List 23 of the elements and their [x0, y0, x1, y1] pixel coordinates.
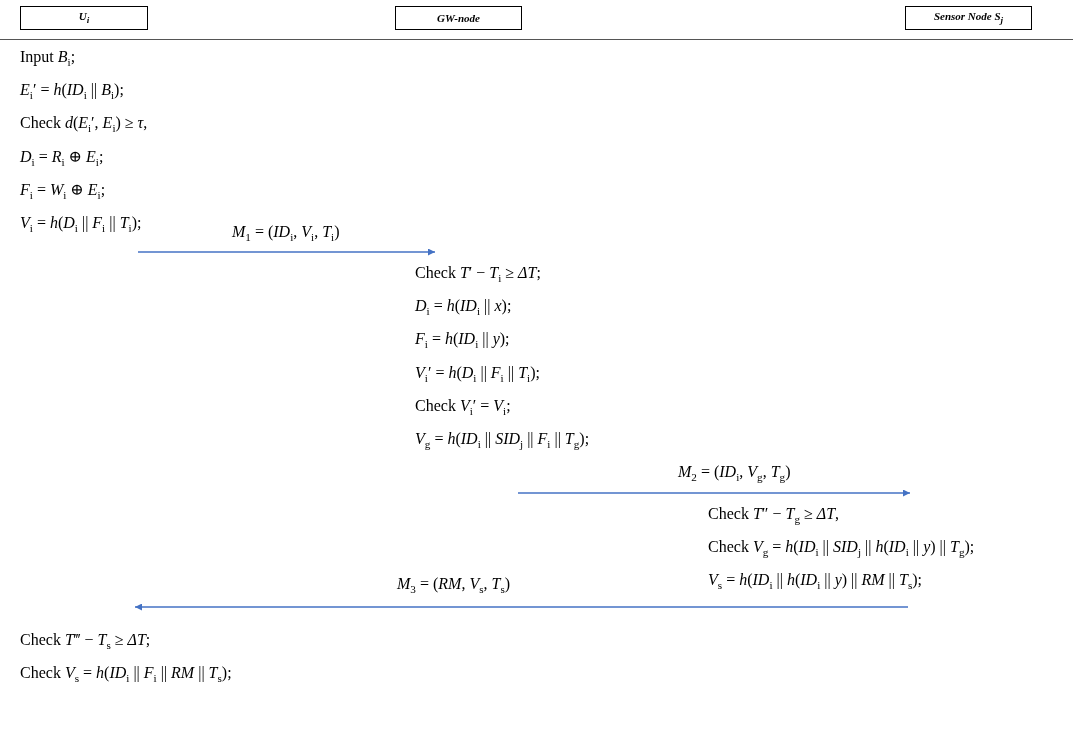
formula-line: E$_{i}$′ = h(ID$_{i}$ || B$_{i}$); — [20, 80, 125, 104]
formula-line: V$_{g}$ = h(ID$_{i}$ || SID$_{j}$ || F$_{i}$ || T$_{g}$); — [415, 428, 591, 453]
formula-line: Input B$_{i}$; — [20, 47, 77, 71]
participant-box: GW-node — [395, 6, 522, 30]
formula-line: D$_{i}$ = R$_{i}$ ⊕ E$_{i}$; — [20, 146, 105, 170]
message-arrow — [517, 489, 911, 497]
message-arrow — [137, 248, 436, 256]
formula-line: Check T″ − T$_{g}$ ≥ ΔT, — [708, 504, 841, 528]
formula-line: F$_{i}$ = h(ID$_{i}$ || y); — [415, 329, 511, 353]
formula-line: Check V$_{g}$ = h(ID$_{i}$ || SID$_{j}$ || h(ID$_{i}$ || y) || T$_{g}$); — [708, 537, 976, 561]
formula-line: Check T′ − T$_{i}$ ≥ ΔT; — [415, 263, 542, 287]
formula-line: Check V$_{i}$′ = V$_{i}$; — [415, 395, 512, 419]
message-arrow — [134, 603, 909, 611]
formula-line: Check T‴ − T$_{s}$ ≥ ΔT; — [20, 630, 152, 654]
participant-box: Sensor Node S$_{j}$ — [905, 6, 1032, 30]
formula-line: Check d(E$_{i}$′, E$_{i}$) ≥ τ, — [20, 113, 149, 137]
formula-line: Check V$_{s}$ = h(ID$_{i}$ || F$_{i}$ || RM || T$_{s}$); — [20, 663, 233, 687]
formula-line: F$_{i}$ = W$_{i}$ ⊕ E$_{i}$; — [20, 179, 107, 203]
participant-box: U$_{i}$ — [20, 6, 148, 30]
formula-line: V$_{i}$′ = h(D$_{i}$ || F$_{i}$ || T$_{i}$); — [415, 362, 541, 386]
formula-line: D$_{i}$ = h(ID$_{i}$ || x); — [415, 296, 513, 320]
formula-line: V$_{i}$ = h(D$_{i}$ || F$_{i}$ || T$_{i}$); — [20, 212, 143, 237]
formula-line: V$_{s}$ = h(ID$_{i}$ || h(ID$_{i}$ || y) || RM || T$_{s}$); — [708, 570, 924, 594]
